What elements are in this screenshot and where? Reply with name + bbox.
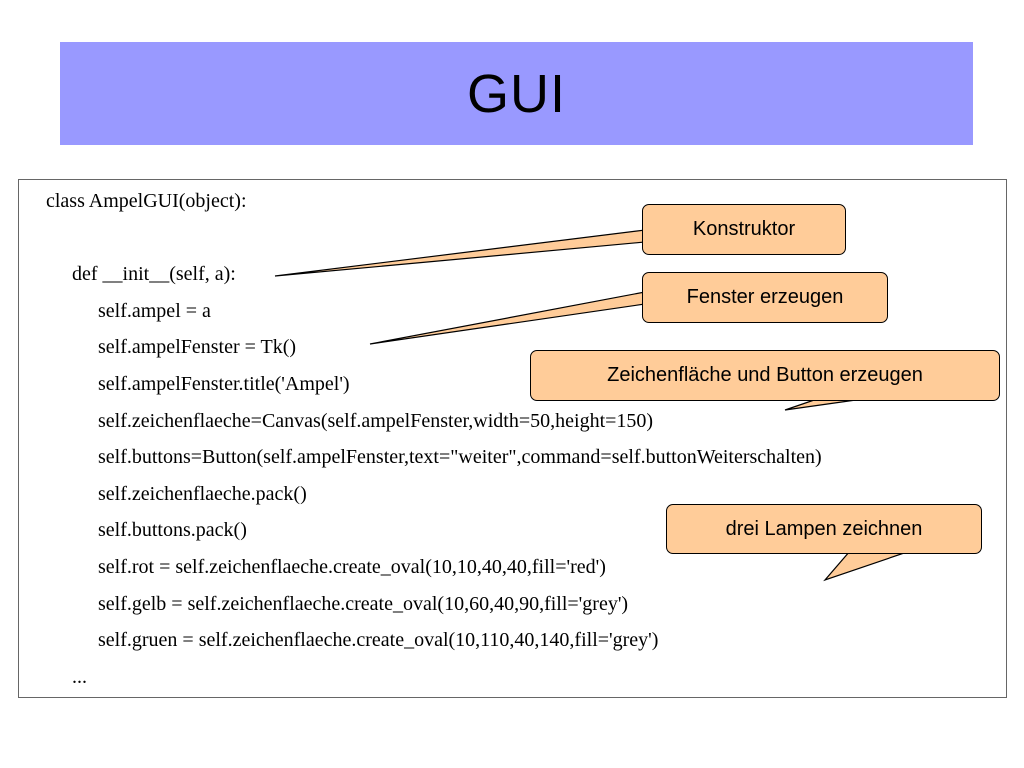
callout-fenster-erzeugen-label: Fenster erzeugen — [686, 286, 844, 308]
code-box: class AmpelGUI(object): def __init__(sel… — [18, 179, 1007, 698]
title-bar: GUI — [60, 42, 973, 145]
code-line-button: self.buttons=Button(self.ampelFenster,te… — [98, 446, 822, 468]
code-line-buttons-pack: self.buttons.pack() — [98, 519, 247, 541]
code-line-title: self.ampelFenster.title('Ampel') — [98, 373, 350, 395]
code-line-gruen: self.gruen = self.zeichenflaeche.create_… — [98, 629, 659, 651]
callout-lampen: drei Lampen zeichnen — [666, 504, 982, 554]
callout-konstruktor-label: Konstruktor — [692, 218, 796, 240]
code-line-class: class AmpelGUI(object): — [46, 190, 247, 212]
code-line-ellipsis: ... — [72, 666, 87, 688]
callout-zeichenflaeche-label: Zeichenfläche und Button erzeugen — [607, 364, 923, 386]
code-line-canvas-pack: self.zeichenflaeche.pack() — [98, 483, 307, 505]
code-line-ampelfenster: self.ampelFenster = Tk() — [98, 336, 297, 358]
code-line-rot: self.rot = self.zeichenflaeche.create_ov… — [98, 556, 606, 578]
slide-title: GUI — [466, 63, 566, 124]
code-line-canvas: self.zeichenflaeche=Canvas(self.ampelFen… — [98, 410, 654, 432]
code-line-def-init: def __init__(self, a): — [72, 263, 236, 285]
code-line-gelb: self.gelb = self.zeichenflaeche.create_o… — [98, 593, 629, 615]
callout-lampen-label: drei Lampen zeichnen — [725, 517, 923, 540]
callout-konstruktor: Konstruktor — [642, 204, 846, 255]
code-line-ampel: self.ampel = a — [98, 300, 211, 322]
callout-fenster-erzeugen: Fenster erzeugen — [642, 272, 888, 323]
callout-zeichenflaeche: Zeichenfläche und Button erzeugen — [530, 350, 1000, 401]
